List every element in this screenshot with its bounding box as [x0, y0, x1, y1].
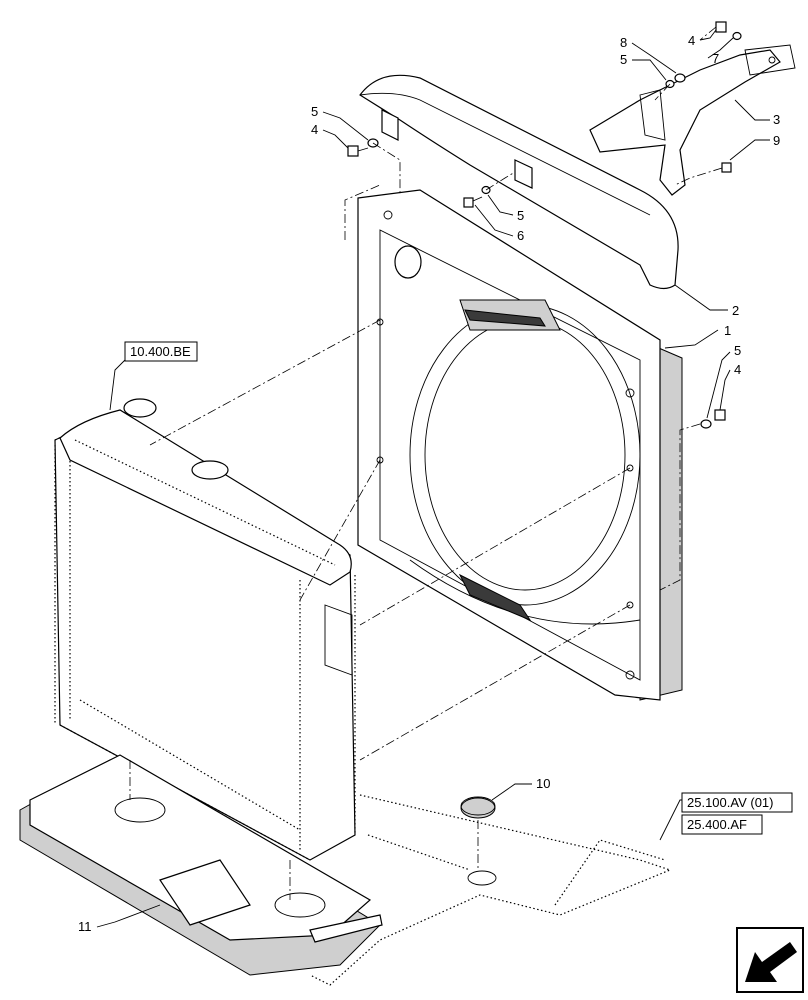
reference-radiator[interactable]: 10.400.BE	[124, 341, 198, 362]
arrow-bottom-left-icon[interactable]	[736, 927, 804, 993]
radiator	[54, 398, 356, 861]
callout-6: 6	[517, 228, 524, 243]
callout-5-right: 5	[734, 343, 741, 358]
callout-5-center: 5	[517, 208, 524, 223]
reference-panel-label-1: 25.100.AV (01)	[687, 795, 773, 810]
callout-4-top-left: 4	[311, 122, 318, 137]
floor-panel	[309, 794, 672, 986]
plug	[460, 796, 496, 819]
callout-3: 3	[773, 112, 780, 127]
reference-panel-label-2: 25.400.AF	[687, 817, 747, 832]
callout-4-top-right: 4	[688, 33, 695, 48]
reference-panel[interactable]: 25.100.AV (01) 25.400.AF	[681, 792, 793, 835]
washer-7	[732, 31, 742, 41]
mounting-bracket	[589, 44, 796, 196]
reference-radiator-label: 10.400.BE	[130, 344, 191, 359]
leader-lines	[96, 29, 770, 928]
callout-4-right: 4	[734, 362, 741, 377]
bolt-9	[721, 162, 732, 173]
callout-5-upper-right: 5	[620, 52, 627, 67]
fan-shroud	[357, 189, 683, 701]
callout-1: 1	[724, 323, 731, 338]
bolt-4-top-right	[715, 21, 727, 33]
nut-8	[674, 73, 686, 83]
callout-9: 9	[773, 133, 780, 148]
callout-5-top-left: 5	[311, 104, 318, 119]
callout-8: 8	[620, 35, 627, 50]
washer-5-right	[700, 419, 712, 429]
callout-11: 11	[78, 919, 92, 934]
bolt-4-top-left	[347, 145, 369, 157]
upper-shroud-cover	[359, 74, 679, 290]
callout-7: 7	[712, 51, 719, 66]
bolt-6	[463, 196, 483, 208]
callout-labels: 1 2 3 4 4 4 5 5 5 5 6 7 8 9 10 11	[78, 33, 780, 934]
lower-radiator-support	[19, 754, 383, 976]
fasteners	[347, 21, 742, 429]
callout-10: 10	[536, 776, 550, 791]
callout-2: 2	[732, 303, 739, 318]
bolt-4-right	[714, 409, 726, 421]
alignment-lines	[129, 26, 723, 900]
